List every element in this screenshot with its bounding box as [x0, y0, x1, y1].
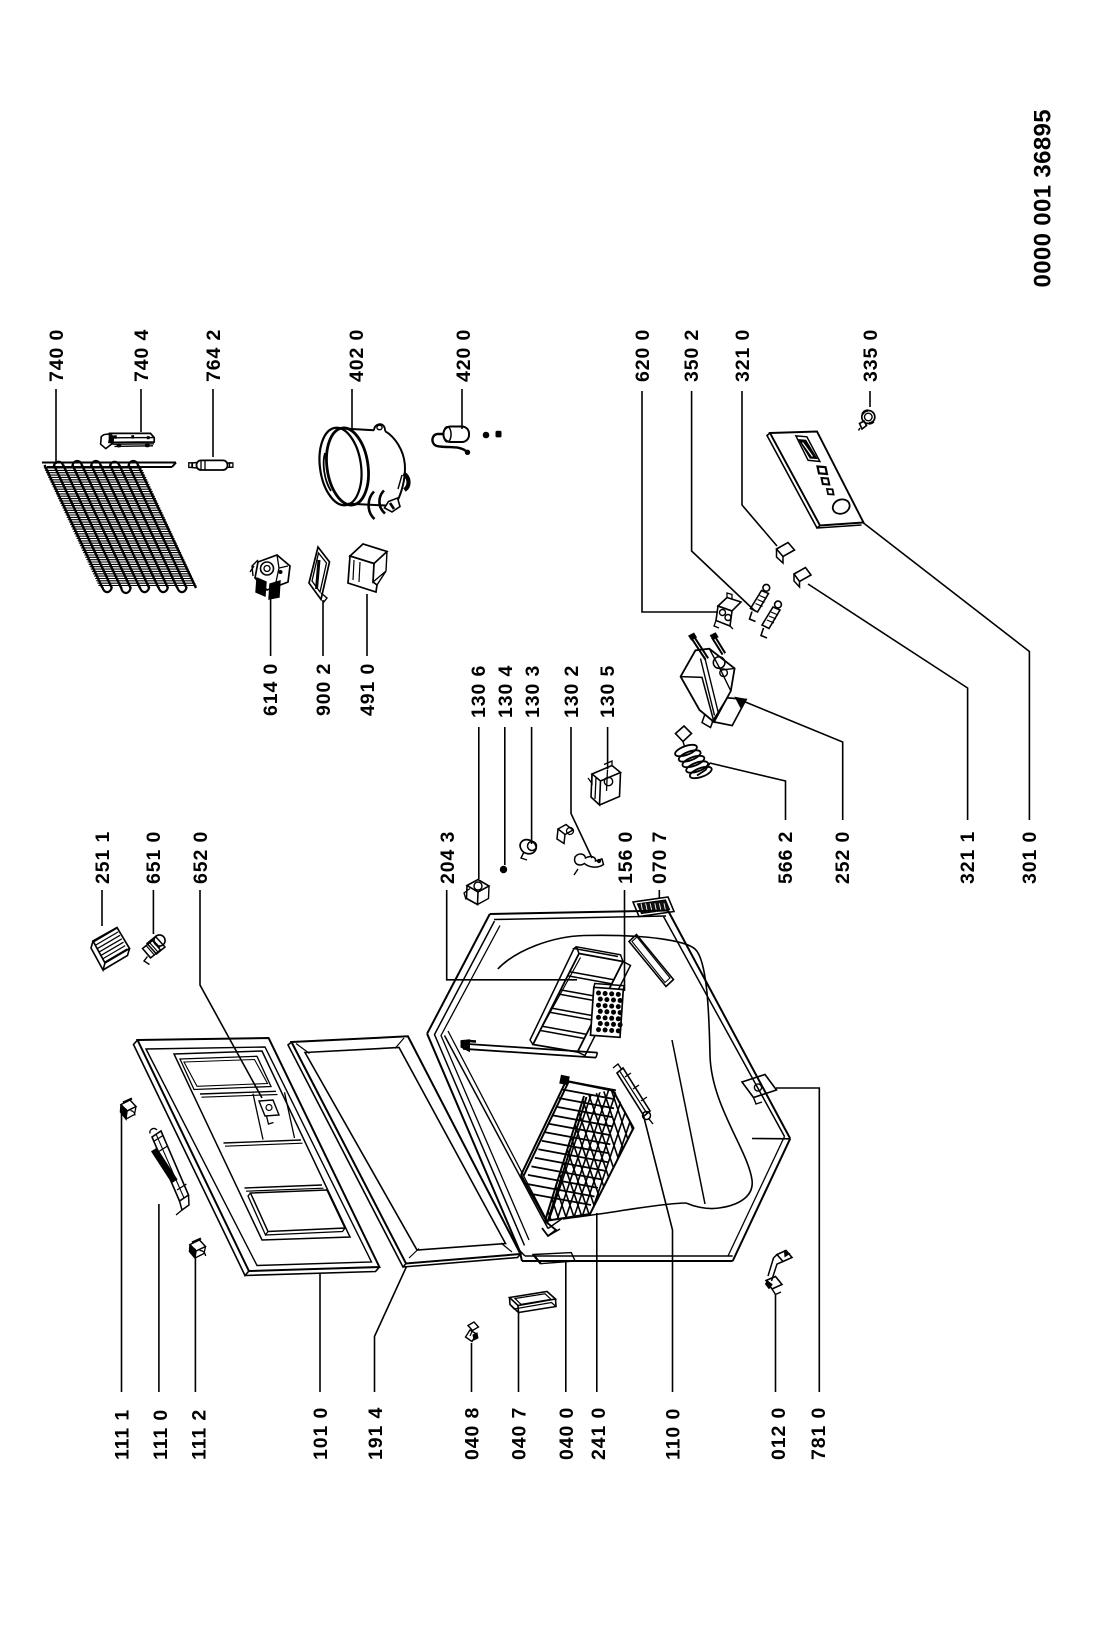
svg-text:012 0: 012 0 — [768, 1407, 790, 1460]
svg-text:301 0: 301 0 — [1019, 831, 1041, 884]
svg-text:764 2: 764 2 — [203, 329, 225, 382]
svg-text:130 3: 130 3 — [522, 665, 544, 718]
svg-text:110 0: 110 0 — [663, 1408, 685, 1460]
svg-text:614 0: 614 0 — [260, 663, 282, 716]
svg-text:101 0: 101 0 — [310, 1407, 332, 1460]
svg-text:111 0: 111 0 — [150, 1409, 172, 1460]
svg-text:111 1: 111 1 — [112, 1409, 134, 1460]
svg-text:204 3: 204 3 — [437, 831, 459, 884]
svg-text:040 0: 040 0 — [556, 1407, 578, 1460]
svg-text:402 0: 402 0 — [346, 329, 368, 382]
svg-text:241 0: 241 0 — [588, 1407, 610, 1460]
svg-text:651 0: 651 0 — [143, 831, 165, 884]
svg-text:566 2: 566 2 — [775, 831, 797, 884]
svg-text:900 2: 900 2 — [313, 663, 335, 716]
svg-text:335 0: 335 0 — [860, 329, 882, 382]
svg-text:156 0: 156 0 — [615, 831, 637, 884]
svg-text:252 0: 252 0 — [832, 831, 854, 884]
svg-text:130 5: 130 5 — [597, 665, 619, 718]
svg-text:491 0: 491 0 — [357, 663, 379, 716]
svg-text:130 6: 130 6 — [468, 665, 490, 718]
svg-text:652 0: 652 0 — [190, 831, 212, 884]
svg-text:740 4: 740 4 — [131, 329, 153, 382]
svg-text:040 7: 040 7 — [509, 1407, 531, 1460]
svg-text:130 2: 130 2 — [561, 665, 583, 718]
svg-text:321 1: 321 1 — [957, 831, 979, 884]
svg-text:0000 001 36895: 0000 001 36895 — [1030, 109, 1057, 287]
svg-text:111 2: 111 2 — [189, 1409, 211, 1460]
svg-text:070 7: 070 7 — [649, 831, 671, 884]
svg-text:740 0: 740 0 — [46, 329, 68, 382]
svg-text:350 2: 350 2 — [681, 329, 703, 382]
svg-text:321 0: 321 0 — [732, 329, 754, 382]
svg-text:620 0: 620 0 — [632, 329, 654, 382]
svg-text:251 1: 251 1 — [92, 831, 114, 884]
svg-text:420 0: 420 0 — [453, 329, 475, 382]
svg-text:040 8: 040 8 — [462, 1407, 484, 1460]
svg-text:130 4: 130 4 — [495, 665, 517, 718]
svg-text:191 4: 191 4 — [365, 1407, 387, 1460]
svg-text:781 0: 781 0 — [808, 1407, 830, 1460]
